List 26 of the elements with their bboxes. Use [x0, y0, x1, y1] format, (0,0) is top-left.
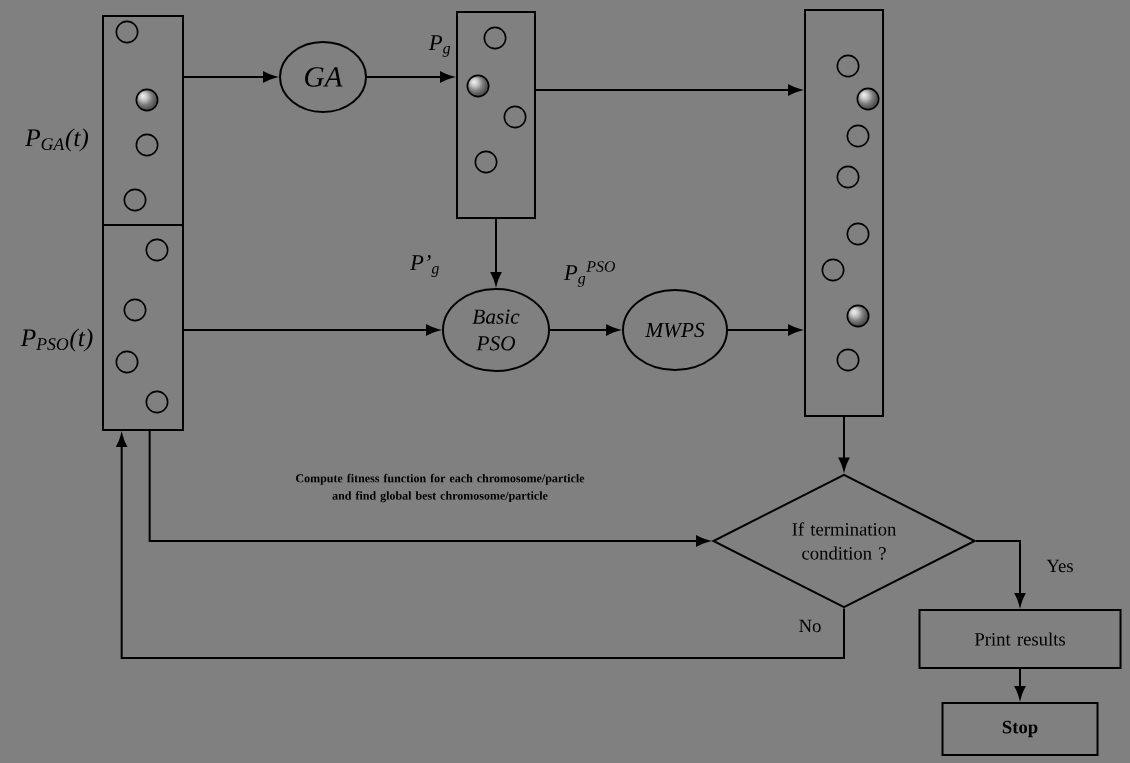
process-box: Print results	[918, 609, 1122, 669]
arrow	[183, 71, 276, 83]
population-box	[102, 15, 184, 226]
population-box	[102, 224, 184, 431]
arrow	[116, 434, 845, 659]
arrow	[975, 540, 1026, 606]
edge-label: Compute fitness function for each chromosome/particle and find global best chromosome/particle	[296, 473, 585, 503]
arrow	[1014, 668, 1026, 699]
arrow	[549, 324, 619, 336]
terminal-box: Stop	[941, 702, 1099, 756]
arrow	[838, 416, 850, 471]
edge-label: P’$_{g}$	[409, 255, 439, 277]
edge-label: P$_{g}$PSO	[563, 261, 616, 287]
arrow	[535, 84, 801, 96]
population-label: P$_{PSO}$(t)	[20, 328, 93, 352]
edge-label: P$_{g}$	[428, 35, 451, 57]
arrow	[148, 430, 709, 547]
population-box	[456, 11, 536, 219]
edge-label: No	[799, 619, 821, 633]
arrow	[366, 71, 453, 83]
arrow	[183, 324, 439, 336]
population-label: P$_{GA}$(t)	[25, 128, 89, 152]
edge-label: Yes	[1046, 559, 1073, 573]
arrow	[490, 218, 502, 285]
arrow	[727, 324, 801, 336]
population-box	[804, 9, 884, 417]
